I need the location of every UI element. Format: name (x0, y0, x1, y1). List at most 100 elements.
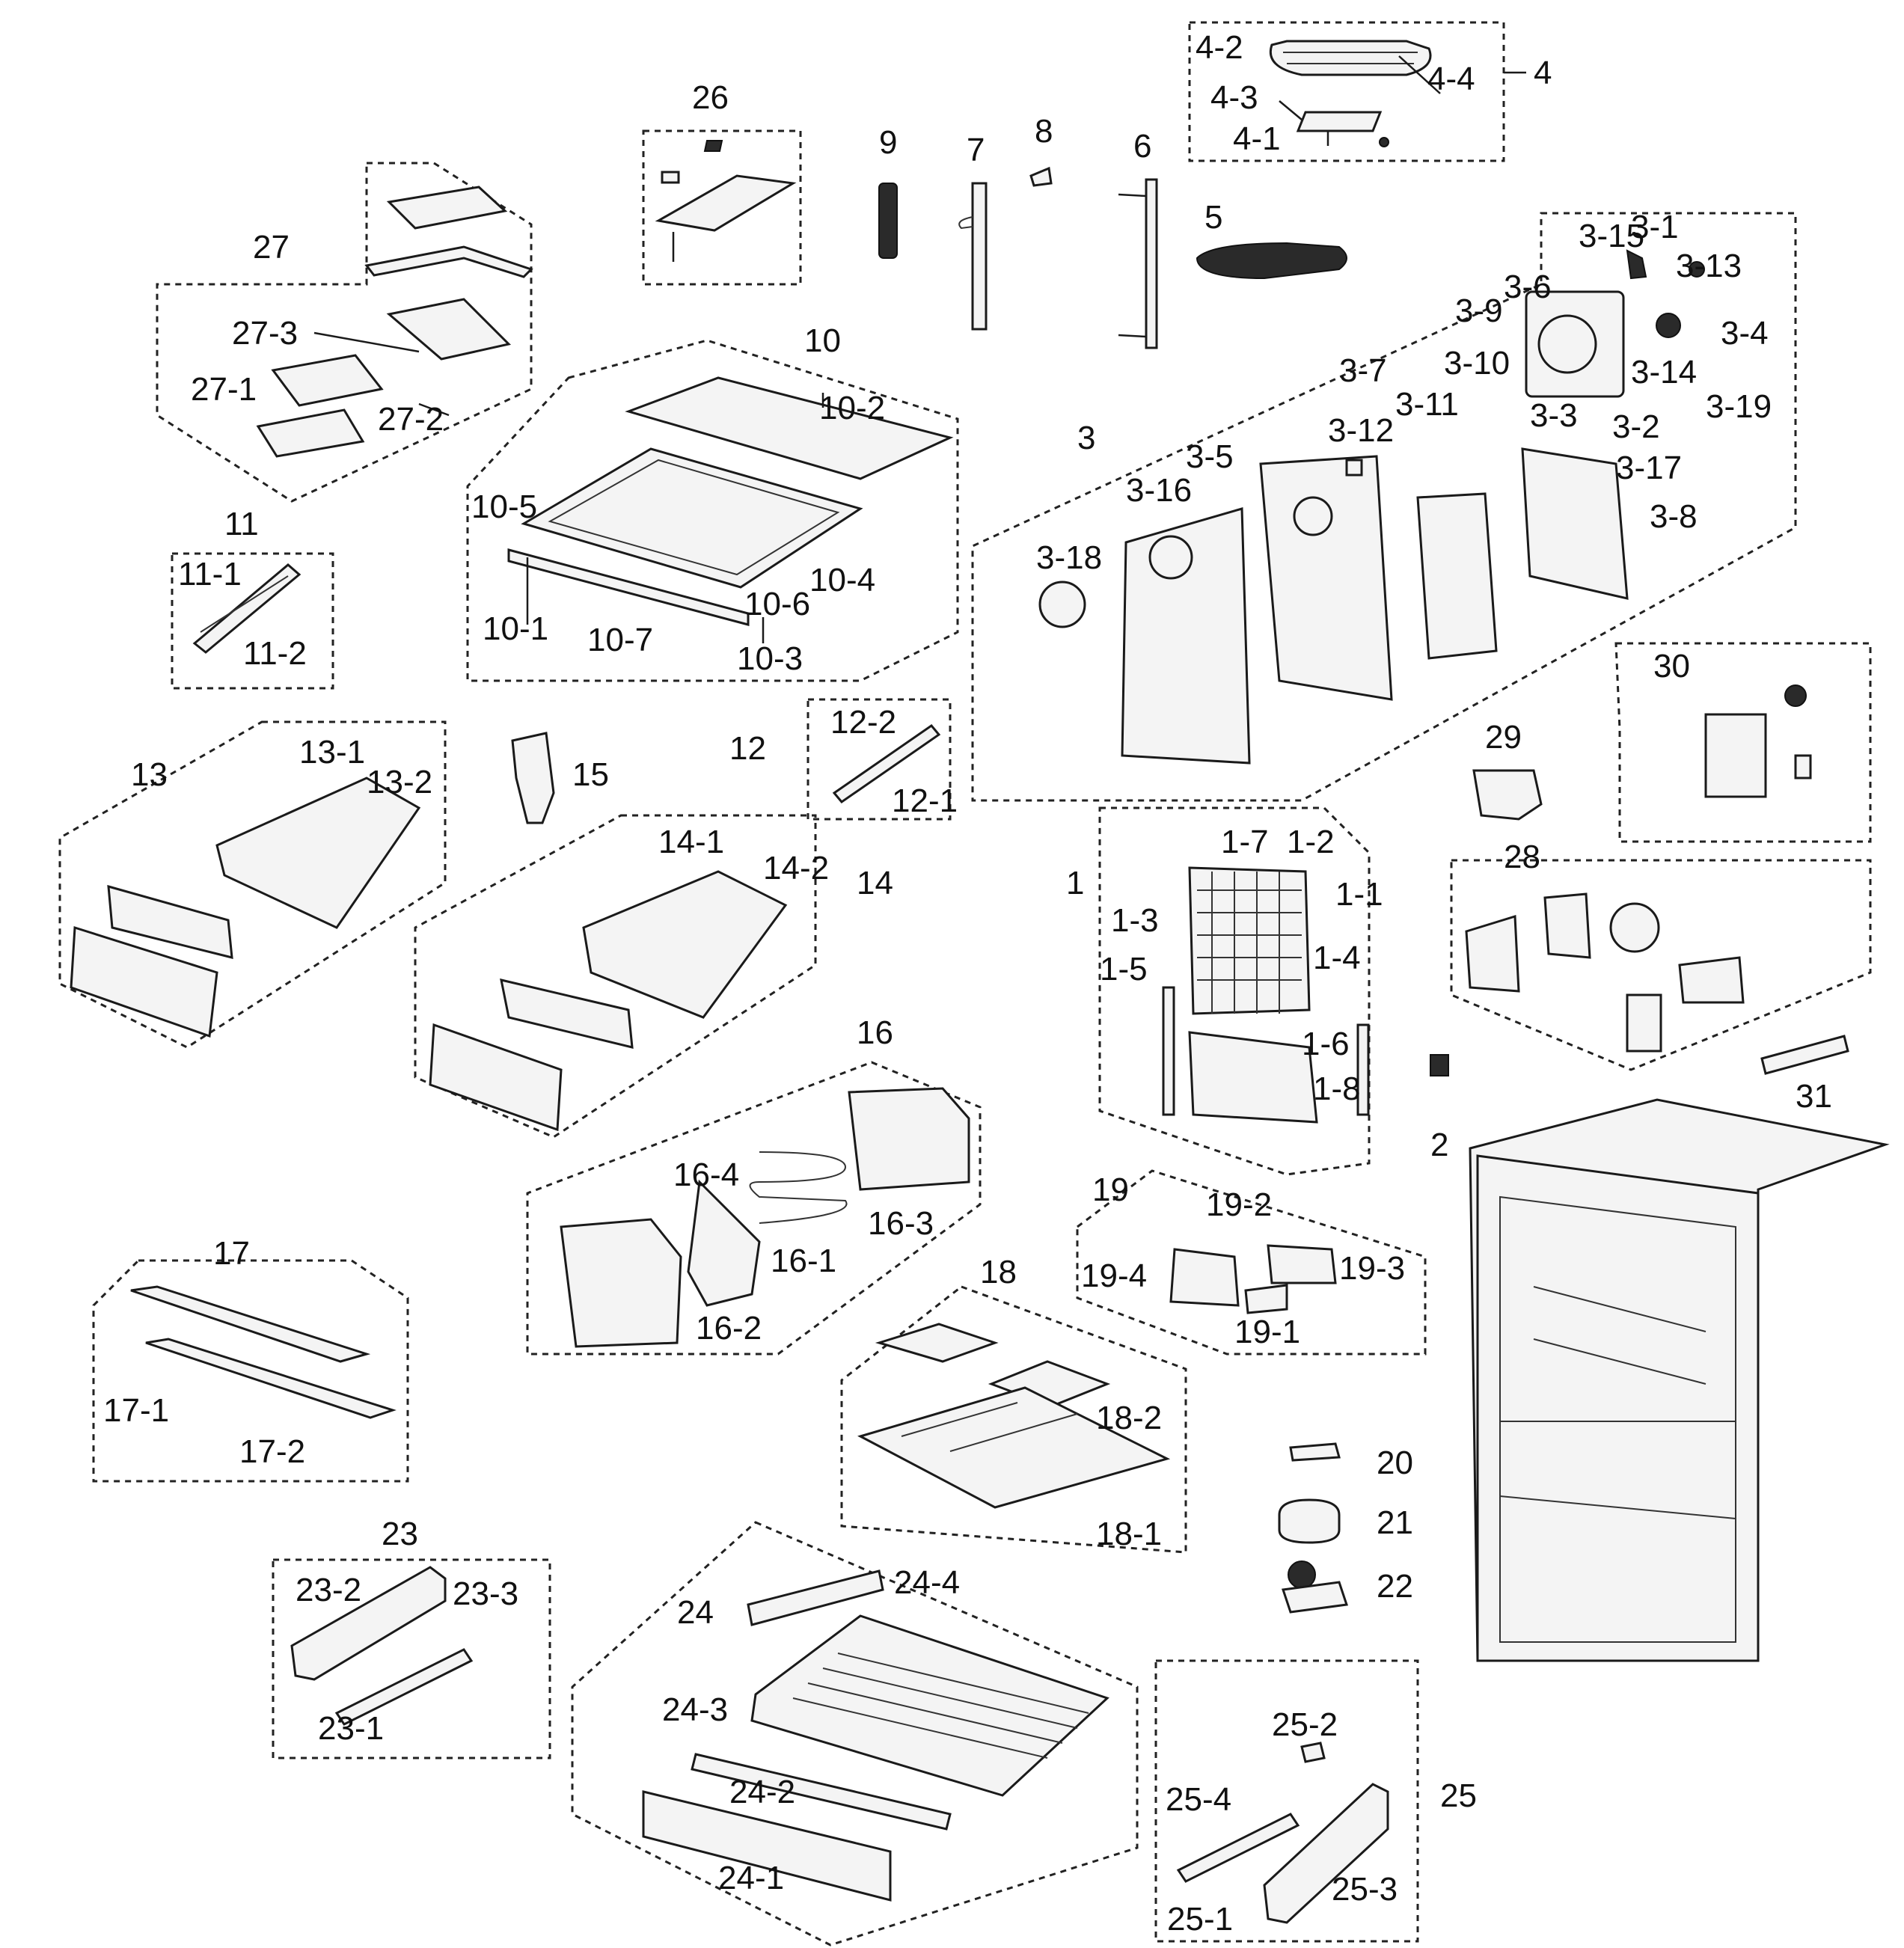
label-3-12: 3-12 (1328, 412, 1394, 449)
label-16-2: 16-2 (696, 1310, 762, 1347)
label-7: 7 (967, 132, 985, 168)
label-17: 17 (213, 1235, 250, 1272)
label-3-6: 3-6 (1504, 269, 1552, 305)
label-27-3: 27-3 (232, 315, 298, 352)
label-14-1: 14-1 (658, 824, 724, 860)
label-23-3: 23-3 (453, 1575, 518, 1612)
label-1-5: 1-5 (1100, 951, 1148, 987)
label-3-8: 3-8 (1650, 498, 1698, 535)
part-9 (878, 183, 898, 259)
label-1-2: 1-2 (1287, 824, 1335, 860)
label-4-1: 4-1 (1233, 120, 1281, 157)
label-24-4: 24-4 (894, 1564, 960, 1601)
label-1-6: 1-6 (1302, 1026, 1350, 1062)
label-23-2: 23-2 (296, 1572, 361, 1608)
label-16-4: 16-4 (673, 1157, 739, 1193)
label-25-2: 25-2 (1272, 1706, 1338, 1743)
label-17-1: 17-1 (103, 1392, 169, 1429)
part-group-3 (971, 212, 1797, 802)
label-3-11: 3-11 (1395, 386, 1459, 423)
label-10-4: 10-4 (809, 562, 875, 598)
label-19-3: 19-3 (1339, 1250, 1405, 1287)
label-3-2: 3-2 (1612, 408, 1660, 445)
part-15 (511, 732, 555, 824)
label-4-3: 4-3 (1210, 79, 1258, 116)
label-24: 24 (677, 1594, 714, 1631)
part-group-26 (642, 129, 802, 286)
label-3-5: 3-5 (1186, 438, 1234, 475)
label-22: 22 (1377, 1568, 1413, 1605)
label-10-1: 10-1 (483, 610, 548, 647)
label-1-8: 1-8 (1313, 1071, 1361, 1107)
label-4-4: 4-4 (1427, 61, 1475, 97)
label-25-3: 25-3 (1332, 1871, 1398, 1908)
part-group-17 (92, 1259, 409, 1483)
label-15: 15 (572, 756, 609, 793)
label-3-9: 3-9 (1455, 292, 1503, 329)
part-group-11 (171, 552, 334, 690)
label-26: 26 (692, 79, 729, 116)
part-5 (1196, 242, 1347, 280)
label-3-19: 3-19 (1706, 388, 1772, 425)
label-29: 29 (1485, 719, 1522, 756)
label-19: 19 (1092, 1171, 1129, 1208)
label-20: 20 (1377, 1445, 1413, 1481)
label-21: 21 (1377, 1504, 1413, 1541)
label-12-2: 12-2 (830, 704, 896, 741)
label-24-1: 24-1 (718, 1860, 784, 1896)
label-19-1: 19-1 (1234, 1314, 1300, 1350)
label-10-3: 10-3 (737, 640, 803, 677)
label-24-3: 24-3 (662, 1691, 728, 1728)
part-21 (1278, 1498, 1341, 1544)
label-3-4: 3-4 (1721, 315, 1769, 352)
label-3: 3 (1077, 420, 1095, 456)
label-28: 28 (1504, 839, 1540, 875)
part-2 (1430, 1054, 1449, 1076)
part-22 (1282, 1560, 1348, 1614)
label-4-2: 4-2 (1196, 29, 1243, 66)
label-10-5: 10-5 (471, 488, 537, 525)
part-20 (1289, 1442, 1341, 1462)
label-10-6: 10-6 (744, 586, 810, 622)
label-27: 27 (253, 229, 290, 266)
label-3-18: 3-18 (1036, 539, 1102, 576)
part-group-16 (526, 1061, 982, 1356)
label-30: 30 (1653, 648, 1690, 684)
label-1-1: 1-1 (1335, 876, 1383, 913)
part-group-23 (272, 1558, 551, 1759)
label-13-1: 13-1 (299, 734, 365, 771)
label-3-13: 3-13 (1676, 248, 1742, 284)
label-3-17: 3-17 (1616, 450, 1682, 486)
label-8: 8 (1035, 113, 1053, 150)
label-16-1: 16-1 (771, 1243, 836, 1279)
label-3-15: 3-15 (1579, 218, 1644, 254)
part-29 (1472, 769, 1543, 821)
label-10-7: 10-7 (587, 622, 653, 658)
part-6 (1118, 178, 1158, 349)
label-1-7: 1-7 (1221, 824, 1269, 860)
part-group-24 (571, 1521, 1139, 1947)
part-group-1 (1098, 806, 1371, 1176)
label-12-1: 12-1 (892, 782, 958, 819)
label-11-2: 11-2 (243, 635, 307, 672)
part-group-30 (1614, 642, 1872, 843)
label-13: 13 (131, 756, 168, 793)
label-14-2: 14-2 (763, 850, 829, 886)
label-14: 14 (857, 865, 893, 901)
label-13-2: 13-2 (367, 764, 432, 800)
part-group-18 (840, 1285, 1187, 1554)
label-1-3: 1-3 (1111, 902, 1159, 939)
part-group-12 (806, 698, 952, 821)
part-8 (1029, 166, 1053, 187)
part-group-13 (58, 720, 447, 1049)
label-1: 1 (1066, 865, 1084, 901)
label-11: 11 (224, 506, 259, 542)
label-3-10: 3-10 (1444, 345, 1510, 382)
label-27-2: 27-2 (378, 401, 444, 438)
part-group-10 (466, 339, 959, 682)
label-16: 16 (857, 1014, 893, 1051)
label-18: 18 (980, 1254, 1017, 1290)
label-11-1: 11-1 (178, 556, 242, 592)
fridge-cabinet (1469, 1098, 1890, 1662)
